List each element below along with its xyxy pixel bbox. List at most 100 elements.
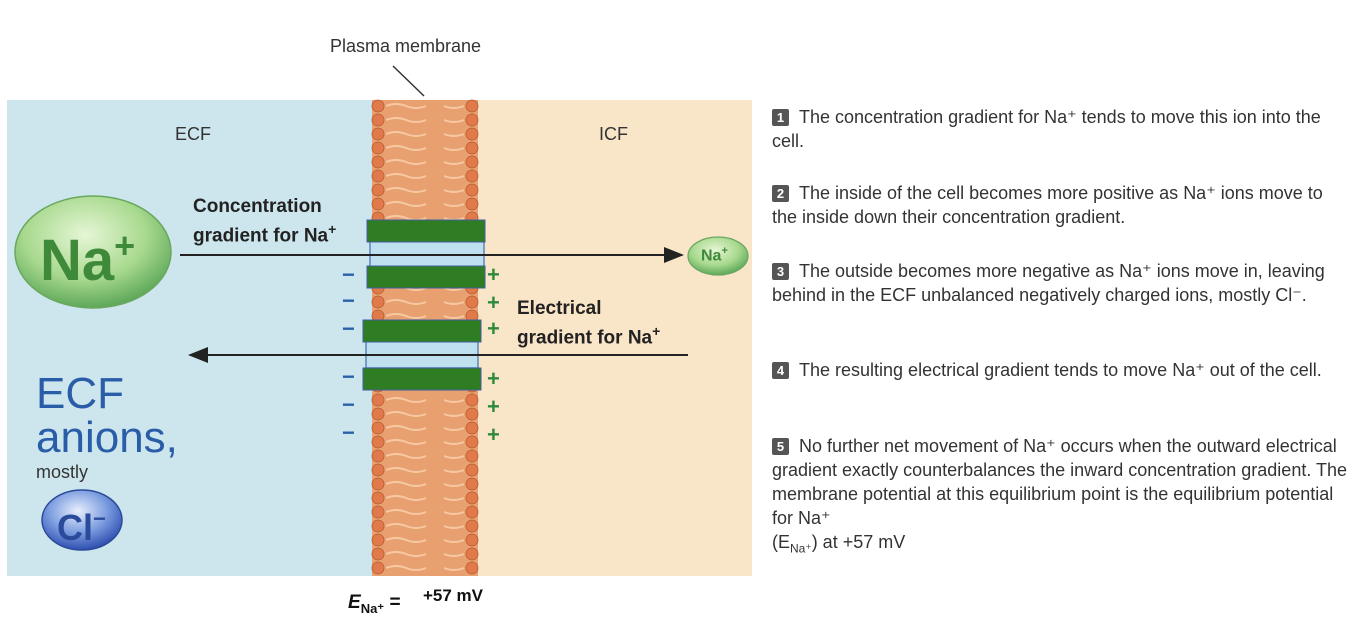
step-text: The outside becomes more negative as Na⁺… [772,261,1325,305]
step-number-badge: 2 [772,185,789,202]
ecf-label: ECF [175,124,211,144]
negative-charge: − [342,288,355,313]
phospholipid-head [465,113,479,127]
phospholipid-head [465,127,479,141]
phospholipid-head [371,183,385,197]
phospholipid-head [371,407,385,421]
phospholipid-tail [385,509,465,515]
phospholipid-tail [385,467,465,473]
step-text: No further net movement of Na⁺ occurs wh… [772,436,1348,528]
phospholipid-tail [385,537,465,543]
phospholipid-tail [385,131,465,137]
icf-region [478,100,752,576]
phospholipid-head [371,547,385,561]
cl-ion [41,489,123,551]
phospholipid-head [465,505,479,519]
phospholipid-head [371,155,385,169]
phospholipid-tail [385,159,465,165]
na-ion-small [687,236,749,276]
concentration-gradient-label: Concentration gradient for Na+ [193,196,337,247]
phospholipid-head [465,183,479,197]
electrical-gradient-label: Electrical gradient for Na+ [517,298,661,349]
channel-block [366,219,486,243]
phospholipid-head [371,505,385,519]
phospholipid-tail [385,411,465,417]
na-ion-large [14,195,172,309]
ecf-anions-label: ECF anions, [36,369,178,462]
negative-charge: − [342,316,355,341]
ion-channels [362,219,486,391]
channel-block [366,265,486,289]
negative-charge: − [342,364,355,389]
step-text: The inside of the cell becomes more posi… [772,183,1323,227]
phospholipid-head [465,197,479,211]
positive-charge: + [487,366,500,391]
equilibrium-potential-label: ENa⁺ = [348,592,401,616]
positive-charge: + [487,290,500,315]
phospholipid-tail [385,439,465,445]
plasma-membrane-label: Plasma membrane [330,36,482,56]
phospholipid-head [465,533,479,547]
phospholipid-tail [385,397,465,403]
positive-charge: + [487,394,500,419]
phospholipid-head [465,449,479,463]
phospholipid-head [465,99,479,113]
phospholipid-head [371,435,385,449]
phospholipid-head [465,407,479,421]
na-ion-small-label: Na+ [701,245,728,265]
phospholipid-head [465,463,479,477]
phospholipid-tail [385,299,465,305]
channel-block [362,319,482,343]
phospholipid-head [465,169,479,183]
phospholipid-head [371,477,385,491]
phospholipid-head [465,519,479,533]
phospholipid-head [465,421,479,435]
icf-label: ICF [599,124,628,144]
phospholipid-head [371,141,385,155]
step-number-badge: 5 [772,438,789,455]
channel-pore-upper [369,237,485,269]
phospholipid-tail [385,453,465,459]
phospholipid-head [465,477,479,491]
step-number-badge: 3 [772,263,789,280]
equilibrium-potential-value: +57 mV [423,586,484,605]
membrane-pointer-line [392,65,425,97]
phospholipid-tail [385,481,465,487]
phospholipid-head [465,561,479,575]
channel-block [362,367,482,391]
phospholipid-tail [385,313,465,319]
phospholipid-head [371,463,385,477]
phospholipid-tail [385,565,465,571]
positive-charge: + [487,422,500,447]
step-number-badge: 1 [772,109,789,126]
phospholipid-head [371,533,385,547]
phospholipid-head [371,561,385,575]
phospholipid-tail [385,173,465,179]
phospholipid-tail [385,495,465,501]
cl-ion-label: Cl− [57,506,106,548]
step-number-badge: 4 [772,362,789,379]
negative-charge: − [342,420,355,445]
phospholipid-tail [385,523,465,529]
step-text: The concentration gradient for Na⁺ tends… [772,107,1321,151]
positive-charge: + [487,316,500,341]
phospholipid-head [371,113,385,127]
phospholipid-head [371,127,385,141]
phospholipid-head [465,491,479,505]
phospholipid-tail [385,117,465,123]
phospholipid-tail [385,201,465,207]
phospholipid-tail [385,103,465,109]
phospholipid-head [371,519,385,533]
phospholipid-tail [385,187,465,193]
phospholipid-tail [385,425,465,431]
phospholipid-head [465,547,479,561]
phospholipid-head [465,435,479,449]
negative-charge: − [342,262,355,287]
phospholipid-head [371,491,385,505]
